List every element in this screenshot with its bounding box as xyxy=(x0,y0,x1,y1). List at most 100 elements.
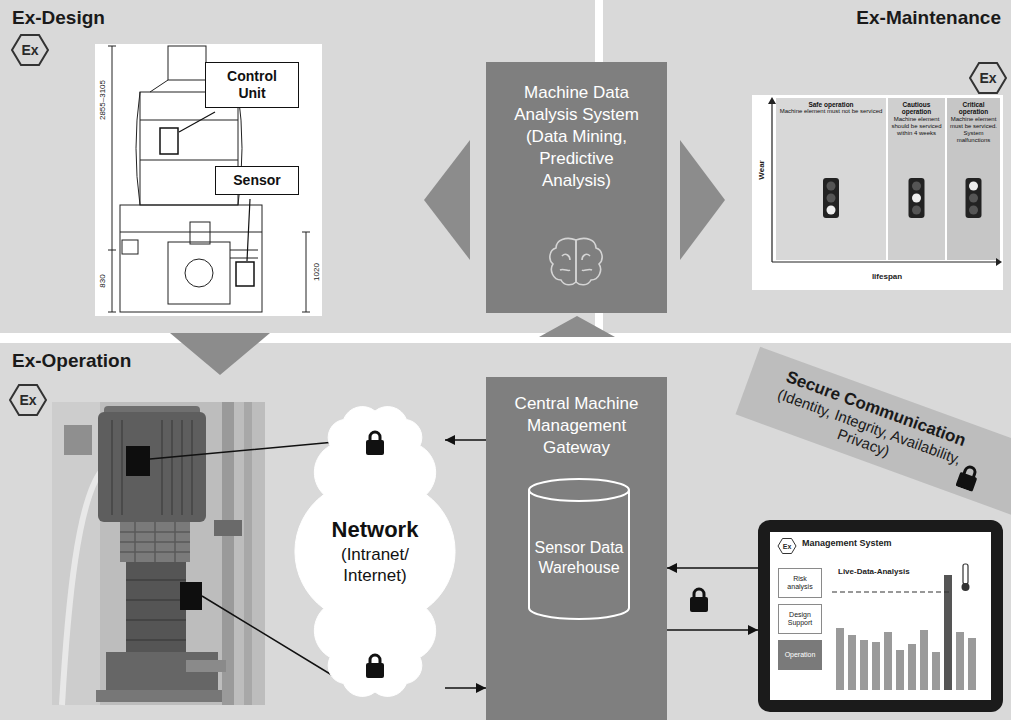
brain-icon xyxy=(560,254,592,270)
brain-icon xyxy=(550,238,602,284)
pump-photo xyxy=(64,425,92,455)
lock-icon xyxy=(690,589,708,612)
machine-drawing xyxy=(168,242,230,304)
bar-chart xyxy=(968,638,976,690)
traffic-light xyxy=(827,194,836,203)
analysis-box: Machine Data Analysis System (Data Minin… xyxy=(486,62,667,313)
status-column: Cautious operationMachine element should… xyxy=(888,98,945,260)
pump-photo xyxy=(186,660,226,672)
menu-tab: Operation xyxy=(778,640,822,670)
flow-arrow xyxy=(424,140,470,260)
machine-drawing xyxy=(120,205,262,312)
node-title: Control Unit xyxy=(214,68,290,102)
wear-chart xyxy=(772,100,1000,262)
machine-drawing xyxy=(230,250,258,258)
secure-communication-band: Secure Communication(Identity, Integrity… xyxy=(754,354,985,497)
dimension-label: 1020 xyxy=(313,263,321,281)
node-title: Critical operation xyxy=(949,101,998,116)
traffic-light xyxy=(969,194,978,203)
callout-box: Sensor xyxy=(215,166,299,195)
sensor-mark xyxy=(236,262,254,286)
axis-label: lifespan xyxy=(872,273,902,281)
ex-mark-hexagon xyxy=(970,63,1006,93)
network-cloud: Network(Intranet/ Internet) xyxy=(305,395,445,708)
analysis-box-fill xyxy=(486,62,667,313)
secure-band-ground xyxy=(736,347,1011,531)
bar-chart xyxy=(920,630,928,690)
secure-band-ground xyxy=(955,464,980,492)
traffic-light xyxy=(823,178,839,218)
pump-photo xyxy=(244,402,252,705)
pump-photo xyxy=(126,580,186,640)
pump-photo xyxy=(52,402,265,705)
tablet-device xyxy=(758,520,1003,712)
machine-drawing xyxy=(190,222,210,244)
stage-panel: Ex-OperationNetwork(Intranet/ Internet)C… xyxy=(0,343,1011,720)
status-column: Safe operationMachine element must not b… xyxy=(776,98,886,260)
bar-chart xyxy=(872,642,880,690)
status-column: Critical operationMachine element must b… xyxy=(947,98,1000,260)
node-title: Management System xyxy=(802,538,993,549)
pump-photo xyxy=(96,690,228,702)
node-body: Machine element must be serviced. System… xyxy=(949,116,998,144)
tablet-screen: Management SystemRisk analysisDesign Sup… xyxy=(758,520,1003,712)
bar-chart xyxy=(896,650,904,690)
tablet-device xyxy=(832,591,952,592)
tablet-device xyxy=(758,520,1003,712)
pump-photo xyxy=(120,522,190,562)
data-arrow xyxy=(667,629,758,631)
machine-drawing xyxy=(185,259,213,287)
pump-photo xyxy=(126,446,150,476)
pump-photo xyxy=(112,420,192,515)
bar-chart xyxy=(860,640,868,690)
cylinder-outline xyxy=(529,479,629,619)
machine-drawing xyxy=(140,160,238,161)
machine-drawing xyxy=(168,46,206,80)
control-unit-mark xyxy=(160,128,178,154)
cloud-outline xyxy=(295,407,455,697)
brain-icon xyxy=(576,238,602,284)
gateway-box: Central Machine Management GatewaySensor… xyxy=(486,377,667,720)
pump-photo xyxy=(98,412,206,522)
brain-icon xyxy=(550,238,576,284)
machine-drawing xyxy=(302,232,310,312)
chart-title: Live-Data-Analysis xyxy=(838,568,910,576)
node-title: Sensor Data Warehouse xyxy=(532,538,626,578)
wear-chart xyxy=(752,95,1003,290)
machine-drawing xyxy=(112,46,113,312)
wear-chart xyxy=(752,95,1003,290)
traffic-light xyxy=(912,206,921,215)
machine-drawing xyxy=(122,240,138,254)
dimension-label: 830 xyxy=(99,274,107,287)
ex-mark-text: Ex xyxy=(783,543,792,550)
node-body: Machine element should be serviced withi… xyxy=(890,116,943,137)
machine-drawing xyxy=(108,46,116,312)
node-title: Cautious operation xyxy=(890,101,943,116)
traffic-light xyxy=(969,206,978,215)
machine-drawing xyxy=(108,46,310,312)
bar-chart xyxy=(836,628,844,690)
wear-chart xyxy=(947,98,1000,260)
node-body: (Intranet/ Internet) xyxy=(323,545,427,586)
traffic-light xyxy=(912,194,921,203)
bar-chart xyxy=(848,635,856,690)
traffic-light xyxy=(969,182,978,191)
thermometer-icon xyxy=(963,564,968,584)
pump-photo xyxy=(214,520,242,536)
node-title: Safe operation xyxy=(779,101,883,108)
tablet-device xyxy=(778,539,796,554)
traffic-light xyxy=(827,206,836,215)
axis-label: Wear xyxy=(758,160,766,179)
tablet-device xyxy=(770,532,991,700)
node-title: Network xyxy=(332,517,419,543)
ex-mark-text: Ex xyxy=(19,393,36,407)
traffic-light xyxy=(827,182,836,191)
pump-photo xyxy=(120,522,190,562)
node-title: Risk analysis xyxy=(781,575,819,591)
flow-arrow xyxy=(170,333,270,375)
node-title: Ex-Design xyxy=(12,7,583,30)
pump-photo xyxy=(222,402,234,705)
analysis-box-fill xyxy=(486,62,667,313)
bar-chart xyxy=(884,632,892,690)
ex-mark-text: Ex xyxy=(21,43,38,57)
